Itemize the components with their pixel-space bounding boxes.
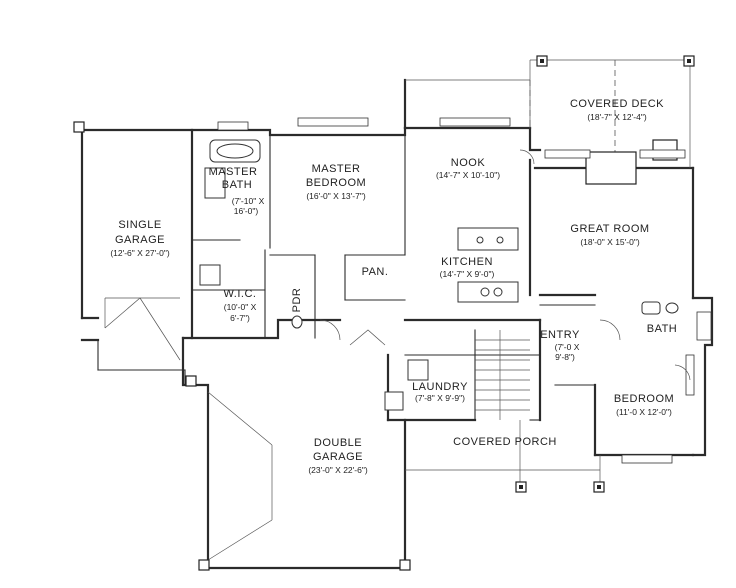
dims-wic-2: 6'-7"): [230, 313, 250, 323]
dims-wic-1: (10'-0" X: [224, 302, 257, 312]
label-master-bath-2: BATH: [222, 179, 253, 191]
label-master-bedroom-2: BEDROOM: [306, 177, 366, 189]
room-labels: COVERED DECK (18'-7" X 12'-4") NOOK (14'…: [110, 98, 678, 475]
label-powder: PDR: [291, 288, 303, 313]
posts: [73, 55, 695, 571]
label-master-bath-1: MASTER: [209, 166, 258, 178]
label-laundry: LAUNDRY: [412, 381, 468, 393]
label-master-bedroom-1: MASTER: [312, 163, 361, 175]
dims-master-bath-2: 16'-0"): [234, 206, 259, 216]
dims-great-room: (18'-0" X 15'-0"): [580, 237, 640, 247]
dims-double-garage: (23'-0" X 22'-6"): [308, 465, 368, 475]
label-pantry: PAN.: [362, 266, 389, 278]
fixtures: [199, 139, 691, 420]
dims-entry-1: (7'-0 X: [555, 342, 580, 352]
dims-laundry: (7'-8" X 9'-9"): [415, 393, 465, 403]
label-double-garage-2: GARAGE: [313, 451, 363, 463]
label-entry: ENTRY: [540, 329, 580, 341]
dims-entry-2: 9'-8"): [555, 352, 575, 362]
dims-kitchen: (14'-7" X 9'-0"): [440, 269, 495, 279]
label-covered-deck: COVERED DECK: [570, 98, 664, 110]
label-bath: BATH: [647, 323, 678, 335]
label-single-garage-1: SINGLE: [118, 219, 161, 231]
garage-roof-lines: [104, 297, 273, 561]
label-wic: W.I.C.: [224, 288, 257, 300]
covered-deck-outline: [405, 59, 691, 168]
label-nook: NOOK: [451, 157, 486, 169]
dims-single-garage: (12'-6" X 27'-0"): [110, 248, 170, 258]
dims-bedroom: (11'-0 X 12'-0"): [616, 407, 672, 417]
label-kitchen: KITCHEN: [441, 256, 493, 268]
dims-covered-deck: (18'-7" X 12'-4"): [587, 112, 647, 122]
covered-porch-outline: [405, 420, 601, 490]
dims-master-bath-1: (7'-10" X: [232, 196, 265, 206]
label-great-room: GREAT ROOM: [570, 223, 649, 235]
dims-nook: (14'-7" X 10'-10"): [436, 170, 500, 180]
windows: [217, 117, 712, 464]
label-single-garage-2: GARAGE: [115, 234, 165, 246]
label-covered-porch: COVERED PORCH: [453, 436, 557, 448]
label-double-garage-1: DOUBLE: [314, 437, 362, 449]
dims-master-bedroom: (16'-0" X 13'-7"): [306, 191, 366, 201]
label-bedroom: BEDROOM: [614, 393, 674, 405]
